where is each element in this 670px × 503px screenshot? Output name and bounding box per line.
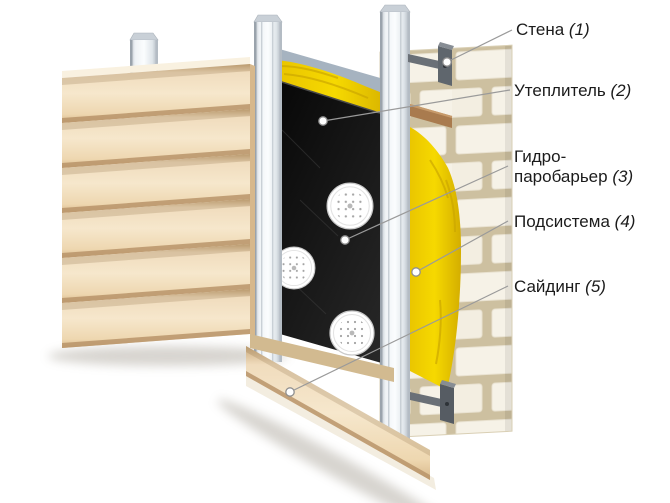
leader-lines: [289, 29, 513, 393]
siding-top-face: [62, 57, 250, 78]
label-subsystem: Подсистема (4): [514, 212, 636, 231]
label-insulation: Утеплитель (2): [514, 81, 632, 100]
leader-dots: [285, 57, 452, 397]
bottom-board-tan: [250, 334, 394, 382]
leader-line-siding: [289, 285, 509, 393]
leader-dot-insulation: [318, 116, 328, 126]
leader-line-insulation: [322, 89, 511, 122]
label-vapor-barrier: Гидро-паробарьер (3): [514, 147, 634, 186]
leader-line-subsystem: [415, 220, 509, 273]
membrane-fastener: [326, 182, 374, 230]
wall-bracket-bottom: [410, 380, 456, 424]
siding-cut-edge: [250, 64, 255, 337]
leader-line-barrier: [344, 165, 509, 241]
vapor-barrier: [262, 75, 399, 368]
ground-shadow-right: [217, 399, 463, 503]
subsystem-profile-right: [379, 4, 411, 449]
leader-dot-siding: [285, 387, 295, 397]
bottom-siding-panel: [246, 346, 430, 480]
membrane-top-edge: [262, 75, 396, 119]
leader-dot-wall: [442, 57, 452, 67]
leader-dot-barrier: [340, 235, 350, 245]
insulation-texture: [279, 65, 456, 365]
bracket-bolt: [445, 402, 449, 406]
leader-dot-subsystem: [411, 267, 421, 277]
siding-stack: [62, 57, 255, 348]
label-wall: Стена (1): [516, 20, 590, 39]
subsystem-profile-center: [253, 14, 283, 362]
bottom-strip-white: [246, 374, 436, 490]
insulation: [276, 60, 461, 390]
label-siding: Сайдинг (5): [514, 277, 606, 296]
leader-line-wall: [446, 29, 513, 63]
ground-shadow-left: [48, 346, 288, 366]
membrane-fastener: [329, 310, 375, 356]
